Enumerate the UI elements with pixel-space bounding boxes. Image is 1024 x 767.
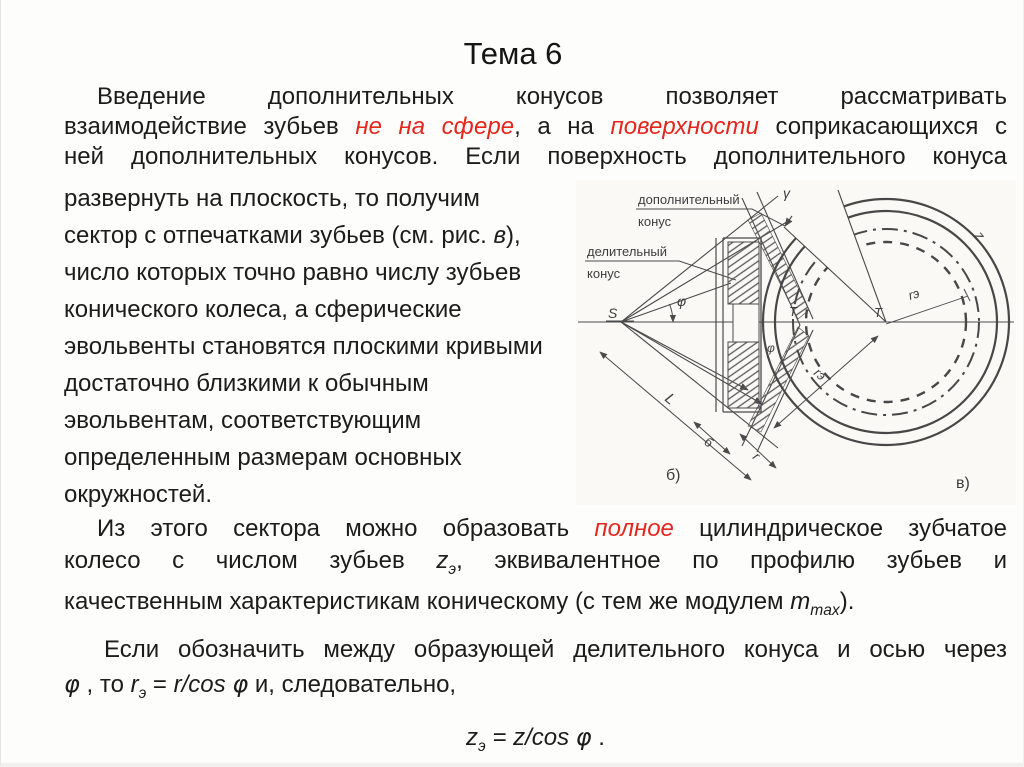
label-dim-re-right: rэ — [906, 285, 921, 302]
var-m: m — [790, 587, 811, 615]
var-z: z — [466, 724, 479, 752]
var-r: r — [130, 670, 139, 698]
wrapped-line: развернуть на плоскость, то получим — [64, 185, 480, 212]
paragraph-3: Если обозначить между образующей делител… — [64, 633, 1007, 711]
gear-cross-section — [715, 237, 762, 413]
label-t-center: T — [874, 305, 883, 320]
label-pitch-cone: делительный — [587, 244, 667, 259]
slide-title: Тема 6 — [463, 36, 563, 71]
text-run: цилиндрическое зубчатое — [673, 515, 1007, 542]
gear-cones-diagram: дополнительный конус делительный конус S… — [576, 180, 1016, 505]
hub-section — [732, 303, 760, 343]
sector-gap — [784, 190, 886, 322]
label-phi-angle: φ — [677, 293, 686, 309]
caption-b: б) — [666, 467, 681, 484]
sector-circles — [761, 197, 1011, 447]
paragraph-1: Введение дополнительных конусов позволяе… — [64, 82, 1007, 172]
wrapped-line: достаточно близкими к обычным — [64, 370, 429, 397]
paragraph-2-line-1: Из этого сектора можно образовать полное… — [64, 513, 1007, 545]
paragraph-1-line-1: Введение дополнительных конусов позволяе… — [97, 83, 1007, 110]
caption-v: в) — [956, 475, 970, 492]
wrapped-line: конического колеса, а сферические — [64, 296, 462, 323]
text-run: взаимодействие зубьев — [64, 113, 356, 140]
text-run: Из этого сектора можно образовать — [97, 515, 595, 542]
red-emphasis-full: полное — [594, 515, 674, 542]
paragraph-1-wrapped: развернуть на плоскость, то получим сект… — [64, 180, 594, 513]
paragraph-2-line-2: колесо с числом зубьев zэ, эквивалентное… — [64, 545, 1007, 586]
wrapped-line: сектор с отпечатками зубьев (см. рис. в)… — [64, 217, 594, 254]
wrapped-line: определенным размерам основных — [64, 444, 462, 471]
text-run: и, следовательно, — [248, 670, 457, 698]
radius-end-tick — [963, 288, 971, 302]
paragraph-3-line-2: φ , то rэ = r/cos φ и, следовательно, — [64, 667, 1007, 711]
var-phi: φ — [232, 669, 249, 698]
red-emphasis-surface: поверхности — [610, 113, 759, 140]
paragraph-3-line-1: Если обозначить между образующей делител… — [104, 635, 1007, 663]
text-run: . — [591, 724, 605, 752]
subscript-e: э — [448, 560, 457, 578]
phi-angle-arc — [669, 303, 677, 323]
text-run: = — [146, 670, 174, 698]
label-phi-angle-2: φ — [767, 341, 775, 355]
paragraph-1-line-2: взаимодействие зубьев не на сфере, а на … — [64, 112, 1007, 142]
text-run: соприкасающихся с — [758, 113, 1008, 140]
figure-gear-cones: дополнительный конус делительный конус S… — [576, 180, 1016, 505]
text-run: , то — [79, 670, 131, 698]
figure-reference-v: в — [493, 222, 506, 249]
hatched-tooth-lower — [727, 341, 760, 409]
text-run: , эквивалентное по профилю зубьев и — [456, 547, 1008, 574]
label-gamma: γ — [783, 185, 791, 201]
subscript-max: max — [810, 601, 840, 619]
dashed-circle — [804, 240, 968, 404]
wrapped-line: эвольвентам, соответствующим — [64, 407, 422, 434]
wrapped-line: число которых точно равно числу зубьев — [64, 259, 522, 286]
equivalent-radius-line — [885, 295, 969, 325]
expression-z-cos: = z/cos — [485, 724, 576, 752]
red-emphasis-not-on-sphere: не на сфере — [355, 113, 515, 140]
label-t-left: T — [789, 304, 798, 319]
text-run: , а на — [514, 113, 611, 140]
text-run: ). — [839, 587, 855, 615]
subscript-e: э — [138, 684, 147, 702]
label-additional-cone: дополнительный — [638, 192, 740, 207]
text-run: сектор с отпечатками зубьев (см. рис. — [64, 222, 494, 249]
label-additional-cone-2: конус — [638, 214, 672, 229]
wrapped-line: окружностей. — [64, 481, 212, 508]
text-run: качественным характеристикам коническому… — [64, 587, 791, 615]
dimension-lines — [599, 335, 879, 481]
paragraph-1-line-3: ней дополнительных конусов. Если поверхн… — [64, 143, 1007, 170]
label-apex-s: S — [608, 305, 618, 321]
paragraph-2: Из этого сектора можно образовать полное… — [64, 513, 1007, 627]
var-phi: φ — [575, 723, 592, 752]
label-pitch-cone-2: конус — [587, 266, 621, 281]
text-run: колесо с числом зубьев — [64, 547, 437, 574]
var-phi: φ — [64, 669, 80, 698]
formula-z-equivalent: zэ = z/cos φ . — [64, 722, 1007, 762]
var-z: z — [436, 547, 449, 574]
hatched-tooth-upper — [727, 241, 760, 305]
wrapped-line: эвольвенты становятся плоскими кривыми — [64, 333, 543, 360]
paragraph-2-line-3: качественным характеристикам коническому… — [64, 586, 1007, 627]
text-run: ), — [505, 222, 521, 249]
dash-dot-circle — [792, 228, 980, 416]
expression-r-cos: r/cos — [173, 670, 233, 698]
sector-cut-edges — [783, 189, 887, 323]
subscript-e: э — [478, 738, 486, 756]
